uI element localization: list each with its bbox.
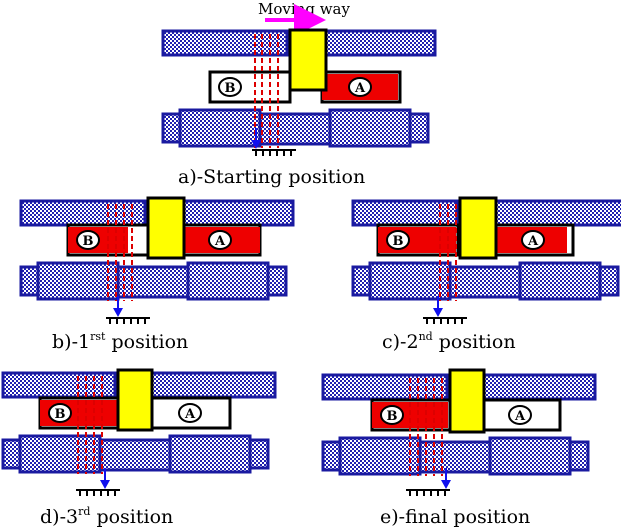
lower-stator-block-left xyxy=(36,261,120,301)
panel-caption: e)-final position xyxy=(380,506,530,528)
moving-way-indicator: Moving way xyxy=(258,0,350,36)
lower-stator-middle xyxy=(98,438,172,472)
rotor-b-label-circle xyxy=(386,230,410,250)
lower-stator-end-left xyxy=(1,438,23,470)
rotor-b-label: B xyxy=(387,409,398,424)
upper-stator-right xyxy=(150,371,277,399)
upper-stator-left xyxy=(321,373,449,401)
lower-stator-block-right xyxy=(518,261,602,301)
rotor-b-label: B xyxy=(393,234,404,249)
upper-stator-right xyxy=(482,373,597,401)
lower-stator-end-left xyxy=(351,265,373,297)
panel-b: B Ab)-1rst position xyxy=(19,196,295,353)
rotor-a-label: A xyxy=(214,234,226,249)
lower-stator-end-left xyxy=(321,440,343,472)
lower-stator-block-left xyxy=(368,261,452,301)
rotor-b-label: B xyxy=(83,234,94,249)
lower-stator-end-right xyxy=(568,440,590,472)
panel-caption: a)-Starting position xyxy=(178,166,365,188)
sensor-arrow-head xyxy=(441,480,451,489)
lower-stator-end-right xyxy=(266,265,288,297)
upper-stator-left xyxy=(1,371,117,399)
upper-stator-left xyxy=(19,199,147,227)
lower-stator-block-left xyxy=(338,436,422,476)
lower-stator-end-right xyxy=(598,265,620,297)
lower-stator-end-right xyxy=(248,438,270,470)
rotor-b-label: B xyxy=(225,81,236,96)
rotor-a-label-circle xyxy=(208,230,232,250)
yellow-magnet xyxy=(288,28,328,92)
lower-stator-middle xyxy=(258,112,332,146)
lower-stator-end-right xyxy=(408,112,430,144)
panel-c: B Ac)-2nd position xyxy=(351,196,621,353)
rotor-b-label: B xyxy=(55,407,66,422)
upper-stator-right xyxy=(494,199,621,227)
rotor-b-label-circle xyxy=(48,403,72,423)
rotor-a-label: A xyxy=(514,409,526,424)
yellow-magnet xyxy=(116,368,154,432)
rotor-a-label: A xyxy=(184,407,196,422)
lower-stator-block-left xyxy=(178,108,262,148)
panel-d: B Ad)-3rd position xyxy=(1,368,277,528)
rotor-b-label-circle xyxy=(218,77,242,97)
panel-e: B Ae)-final position xyxy=(321,368,597,528)
rotor-a-label-circle xyxy=(348,77,372,97)
rotor-a-label-circle xyxy=(178,403,202,423)
rotor-a-label-circle xyxy=(521,230,545,250)
upper-stator-right xyxy=(324,29,437,57)
lower-stator-middle xyxy=(418,440,492,474)
lower-stator-block-right xyxy=(488,436,572,476)
lower-stator-block-right xyxy=(328,108,412,148)
lower-stator-block-left xyxy=(18,434,102,474)
upper-stator-left xyxy=(161,29,289,57)
yellow-magnet xyxy=(448,368,486,434)
lower-stator-middle xyxy=(448,265,522,299)
lower-stator-end-left xyxy=(161,112,183,144)
panel-caption: c)-2nd position xyxy=(382,330,516,353)
lower-stator-block-right xyxy=(168,434,252,474)
sensor-arrow-head xyxy=(251,140,261,149)
yellow-magnet xyxy=(458,196,498,260)
lower-stator-middle xyxy=(116,265,190,299)
panel-caption: b)-1rst position xyxy=(52,330,188,353)
sensor-arrow-head xyxy=(433,308,443,317)
rotor-b-label-circle xyxy=(380,405,404,425)
panel-caption: d)-3rd position xyxy=(40,505,173,528)
panel-a: B Aa)-Starting position xyxy=(161,28,437,188)
rotor-a-label-circle xyxy=(508,405,532,425)
lower-stator-block-right xyxy=(186,261,270,301)
lower-stator-end-left xyxy=(19,265,41,297)
moving-way-label: Moving way xyxy=(258,0,350,18)
yellow-magnet xyxy=(146,196,186,260)
sensor-arrow-head xyxy=(113,308,123,317)
upper-stator-right xyxy=(182,199,295,227)
rotor-a-label: A xyxy=(527,234,539,249)
upper-stator-left xyxy=(351,199,459,227)
sensor-arrow-head xyxy=(100,480,110,489)
rotor-b-label-circle xyxy=(76,230,100,250)
rotor-a-label: A xyxy=(354,81,366,96)
